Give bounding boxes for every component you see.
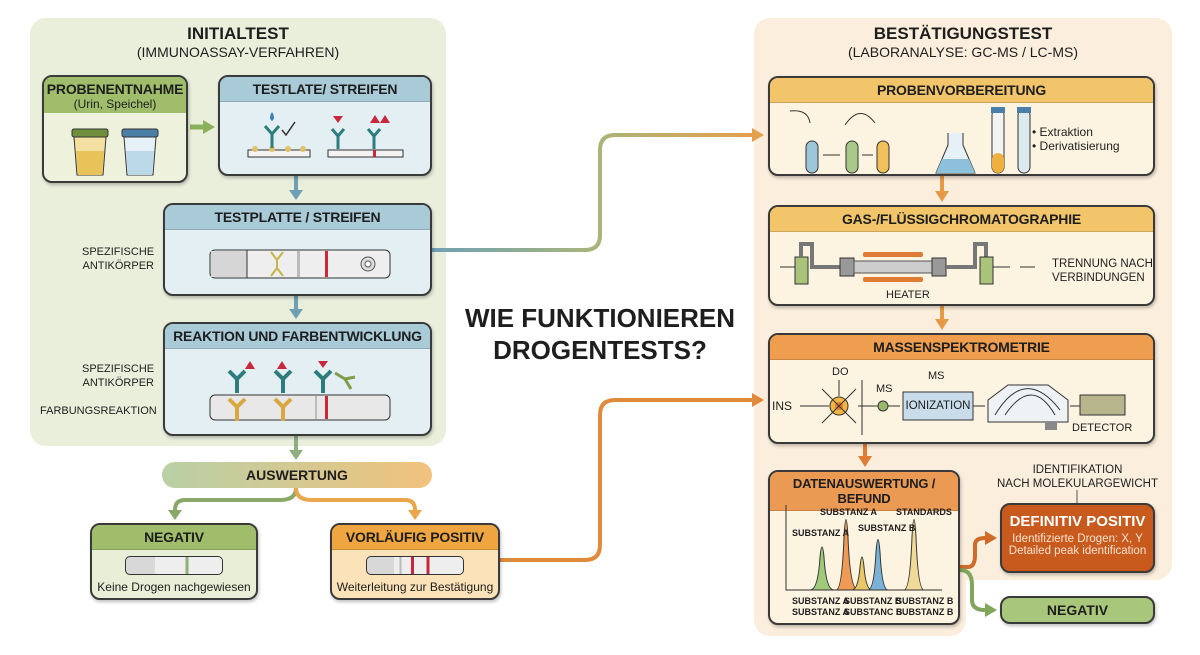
arrow-icon (858, 456, 872, 467)
initial-test-title: INITIALTEST (187, 24, 289, 43)
mass-spectrometer-icon (800, 380, 1126, 435)
mass-spec-box: MASSENSPEKTROMETRIE DO INS MS MS IONIZAT… (768, 333, 1155, 444)
positive-strip-icon (366, 556, 464, 575)
definitive-positive-header: DEFINITIV POSITIV (1009, 513, 1146, 530)
ionization-label: IONIZATION (905, 400, 971, 412)
peak (903, 519, 925, 591)
sample-prep-box: PROBENVORBEREITUNG • Extraktion• Derivat… (768, 76, 1155, 176)
sample-cups-icon (71, 128, 159, 176)
confirmation-test-subtitle: (LABORANALYSE: GC-MS / LC-MS) (847, 44, 1078, 60)
test-strip-icon (209, 249, 391, 279)
peak-label: SUBSTANZ A (792, 528, 849, 538)
testlate-header: TESTLATE/ STREIFEN (220, 77, 430, 102)
ms-label-1: MS (876, 383, 893, 395)
main-title-line2: DROGENTESTS? (493, 335, 707, 365)
reaction-header: REAKTION UND FARBENTWICKLUNG (165, 324, 430, 349)
reaction-box: REAKTION UND FARBENTWICKLUNG (163, 322, 432, 436)
arrow-icon (289, 450, 303, 460)
prep-steps-list: • Extraktion• Derivatisierung (1032, 125, 1120, 153)
lab-glassware-icon (789, 107, 1031, 174)
chromatography-box: GAS-/FLÜSSIGCHROMATOGRAPHIE HEATER TRENN… (768, 205, 1155, 306)
antibody-reaction-icon (209, 361, 391, 421)
sampling-subtitle: (Urin, Speichel) (73, 97, 157, 111)
chromatography-column-icon (780, 242, 1035, 285)
main-title: WIE FUNKTIONIEREN DROGENTESTS? (455, 302, 745, 366)
chromatography-header: GAS-/FLÜSSIGCHROMATOGRAPHIE (770, 207, 1153, 232)
arrow-icon (203, 120, 215, 134)
arrow-icon (752, 128, 764, 142)
sampling-box: PROBENENTNAHME (Urin, Speichel) (42, 75, 188, 183)
evaluation-bar: AUSWERTUNG (162, 462, 432, 488)
data-evaluation-header: DATENAUSWERTUNG / BEFUND (770, 472, 958, 511)
negative-result-box: NEGATIV Keine Drogen nachgewiesen (90, 523, 258, 600)
peak-label: SUBSTANZ B (858, 523, 916, 533)
preliminary-positive-box: VORLÄUFIG POSITIV Weiterleitung zur Best… (330, 523, 500, 600)
arrow-icon (985, 531, 997, 545)
do-label: DO (832, 366, 849, 378)
main-title-line1: WIE FUNKTIONIEREN (464, 303, 736, 333)
ms-label-2: MS (928, 370, 945, 382)
data-evaluation-box: DATENAUSWERTUNG / BEFUND SUBSTANZ A SUBS… (768, 470, 960, 625)
testplatte-box: TESTPLATTE / STREIFEN (163, 203, 432, 296)
confirmed-negative-box: NEGATIV (1000, 596, 1155, 624)
negative-strip-icon (125, 556, 223, 575)
arrow-icon (752, 393, 764, 407)
definitive-positive-box: DEFINITIV POSITIV Identifizierte Drogen:… (1000, 503, 1155, 573)
peak (809, 546, 835, 591)
identified-drugs-text: Identifizierte Drogen: X, Y (1012, 533, 1143, 545)
connector-to-ms (500, 398, 752, 562)
staining-reaction-label: FARBUNGSREAKTION (40, 405, 157, 417)
connector-to-prep (432, 133, 752, 252)
ins-label: INS (772, 399, 793, 413)
arrow-icon (985, 603, 997, 617)
peak-label: SUBSTANZ A (820, 507, 877, 517)
sample-prep-header: PROBENVORBEREITUNG (770, 78, 1153, 103)
negative-header: NEGATIV (92, 525, 256, 550)
peak (867, 539, 889, 591)
antibody-binding-icon (247, 112, 404, 158)
peak-label: STANDARDS (896, 507, 952, 517)
arrow-icon (168, 510, 182, 520)
mass-spec-header: MASSENSPEKTROMETRIE (770, 335, 1153, 360)
arrow-icon (289, 190, 303, 200)
sampling-header: PROBENENTNAHME (46, 81, 184, 97)
arrow-icon (289, 309, 303, 319)
chromatogram-icon (785, 505, 942, 591)
preliminary-positive-header: VORLÄUFIG POSITIV (332, 525, 498, 550)
initial-test-subtitle: (IMMUNOASSAY-VERFAHREN) (136, 44, 340, 60)
peak (835, 519, 859, 591)
arrow-icon (935, 191, 949, 202)
peak (851, 556, 873, 591)
testplatte-header: TESTPLATTE / STREIFEN (165, 205, 430, 230)
preliminary-positive-text: Weiterleitung zur Bestätigung (336, 580, 494, 594)
detector-label: DETECTOR (1072, 422, 1133, 434)
peak-identification-text: Detailed peak identification (1008, 545, 1147, 557)
confirmation-test-title: BESTÄTIGUNGSTEST (873, 24, 1053, 43)
heater-label: HEATER (886, 289, 930, 301)
arrow-icon (935, 319, 949, 330)
testlate-box: TESTLATE/ STREIFEN (218, 75, 432, 176)
negative-text: Keine Drogen nachgewiesen (97, 580, 251, 594)
arrow-icon (408, 510, 422, 520)
